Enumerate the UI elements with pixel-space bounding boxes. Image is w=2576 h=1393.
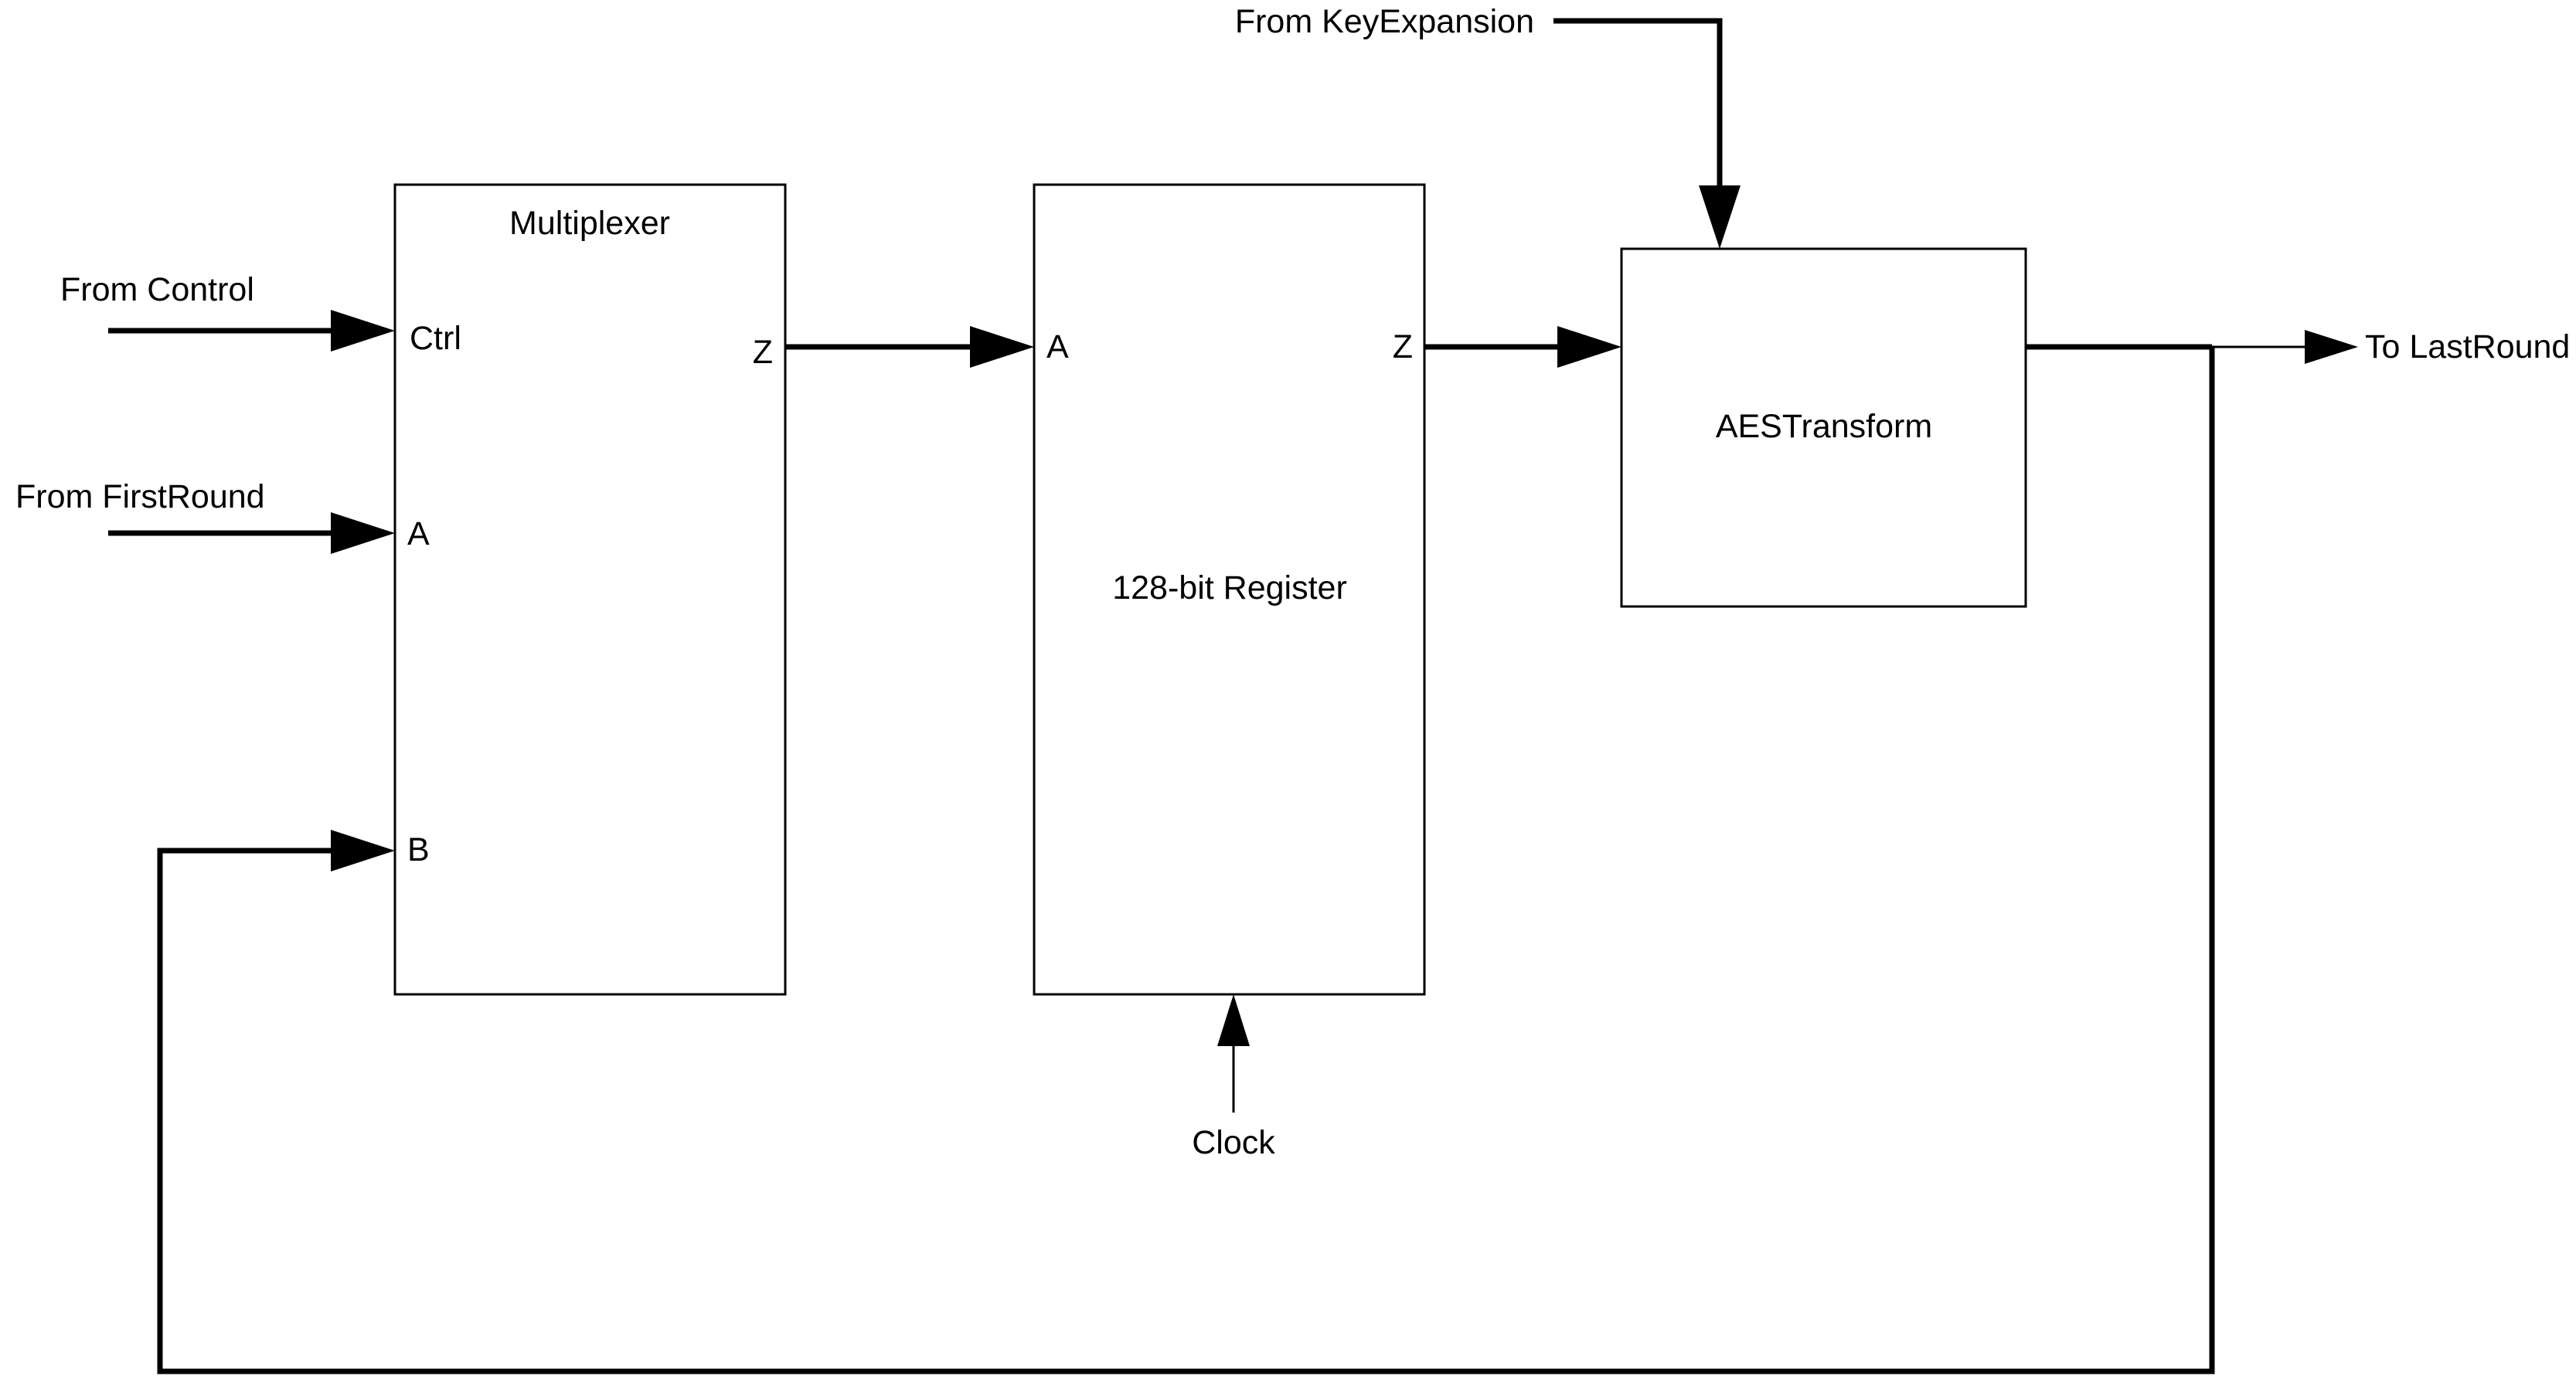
register-to-transform-arrowhead bbox=[1557, 326, 1621, 368]
multiplexer-box bbox=[393, 183, 787, 996]
from-key-expansion-connection: From KeyExpansion bbox=[1235, 3, 1741, 249]
aes-transform-box bbox=[1620, 247, 2027, 608]
from-first-round-arrowhead bbox=[331, 512, 395, 554]
from-first-round-connection: From FirstRound bbox=[15, 478, 395, 554]
mux-to-register-connection bbox=[785, 326, 1034, 368]
register-title: 128-bit Register bbox=[1112, 569, 1347, 606]
feedback-connection bbox=[157, 347, 2215, 1374]
mux-to-register-arrowhead bbox=[970, 326, 1034, 368]
register-port-z: Z bbox=[1393, 328, 1413, 365]
to-last-round-connection: To LastRound bbox=[2026, 328, 2570, 365]
from-control-label: From Control bbox=[60, 271, 254, 308]
multiplexer-port-ctrl: Ctrl bbox=[410, 320, 461, 357]
to-last-round-label: To LastRound bbox=[2365, 328, 2570, 365]
clock-arrowhead bbox=[1217, 994, 1250, 1046]
register-port-a: A bbox=[1046, 328, 1069, 365]
multiplexer-port-b: B bbox=[407, 831, 430, 868]
clock-connection: Clock bbox=[1192, 994, 1275, 1161]
multiplexer-block: Multiplexer Ctrl A B Z bbox=[393, 183, 787, 996]
register-box bbox=[1033, 183, 1426, 996]
multiplexer-port-a: A bbox=[407, 515, 430, 552]
from-control-connection: From Control bbox=[60, 271, 395, 352]
from-key-expansion-label: From KeyExpansion bbox=[1235, 3, 1534, 40]
multiplexer-port-z: Z bbox=[753, 334, 773, 371]
to-last-round-arrowhead bbox=[2305, 330, 2358, 364]
multiplexer-title: Multiplexer bbox=[509, 205, 670, 242]
from-key-expansion-arrowhead bbox=[1699, 185, 1741, 249]
clock-label: Clock bbox=[1192, 1124, 1275, 1161]
feedback-arrowhead bbox=[331, 830, 395, 871]
feedback-wire bbox=[157, 347, 2215, 1374]
aes-transform-block: AESTransform bbox=[1620, 247, 2027, 608]
register-to-transform-connection bbox=[1424, 326, 1621, 368]
from-control-arrowhead bbox=[331, 310, 395, 352]
aes-transform-title: AESTransform bbox=[1716, 408, 1932, 445]
register-block: 128-bit Register A Z bbox=[1033, 183, 1426, 996]
from-key-expansion-wire bbox=[1553, 18, 1723, 189]
from-first-round-label: From FirstRound bbox=[15, 478, 265, 515]
